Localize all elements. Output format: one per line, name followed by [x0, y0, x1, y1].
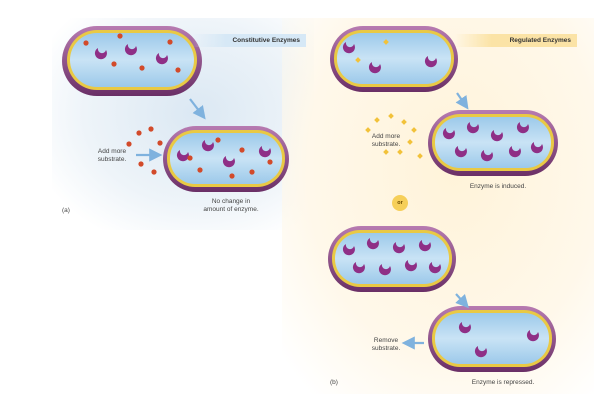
no-change-label: No change in amount of enzyme. — [203, 198, 259, 214]
process-arrows — [136, 92, 469, 350]
remove-substrate-label: Remove substrate. — [371, 337, 401, 353]
add-substrate-label-b: Add more substrate. — [371, 133, 401, 149]
panel-a-label: (a) — [62, 207, 70, 214]
repressed-label: Enzyme is repressed. — [471, 379, 535, 386]
panel-a-title: Constitutive Enzymes — [192, 34, 306, 47]
cell-regulated-repressed — [428, 306, 556, 372]
panel-b-title: Regulated Enzymes — [455, 34, 577, 47]
cell-constitutive-initial — [62, 26, 202, 96]
add-substrate-label-a: Add more substrate. — [97, 148, 127, 164]
cell-regulated-before-removal — [328, 226, 456, 292]
enzymes — [94, 42, 543, 358]
cell-regulated-induced — [428, 110, 558, 176]
substrate-yellow — [355, 39, 423, 159]
panel-b-label: (b) — [330, 379, 338, 386]
substrate-red — [83, 33, 273, 179]
cell-regulated-initial — [330, 26, 458, 92]
induced-label: Enzyme is induced. — [469, 183, 527, 190]
or-connector: or — [392, 195, 408, 211]
